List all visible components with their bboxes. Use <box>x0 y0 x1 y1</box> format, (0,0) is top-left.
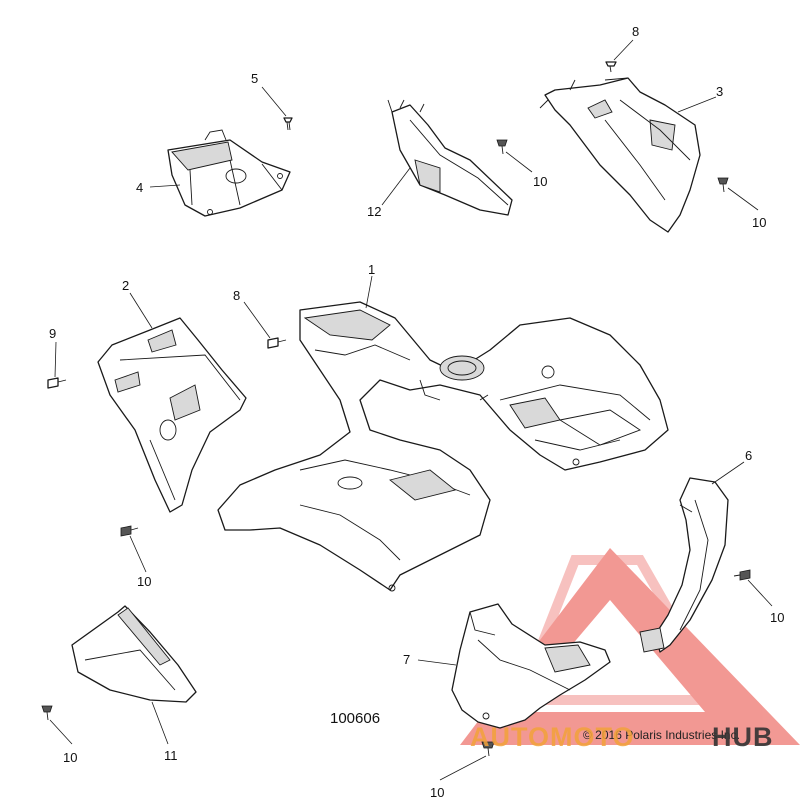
callout-5: 5 <box>251 71 258 86</box>
figure-number: 100606 <box>330 710 380 727</box>
callout-9: 9 <box>49 326 56 341</box>
callout-6: 6 <box>745 448 752 463</box>
screw-10-f <box>41 705 53 721</box>
part-6-right-flap <box>639 477 729 653</box>
part-7-lower-guard <box>451 603 611 729</box>
screw-8-mid <box>267 337 287 349</box>
watermark-right: HUB <box>712 722 774 752</box>
screw-10-e <box>481 741 495 757</box>
part-2-left-panel <box>97 317 247 513</box>
callout-4: 4 <box>136 180 143 195</box>
screw-5 <box>283 117 293 131</box>
part-1-main-body <box>217 301 669 592</box>
part-4-console-cover <box>167 129 291 217</box>
callout-8-top: 8 <box>632 24 639 39</box>
callout-10-f: 10 <box>63 750 77 765</box>
callout-8-mid: 8 <box>233 288 240 303</box>
callout-2: 2 <box>122 278 129 293</box>
part-3-right-panel <box>539 77 701 233</box>
screw-9 <box>47 377 67 389</box>
callout-11: 11 <box>164 748 178 763</box>
callout-10-d: 10 <box>770 610 784 625</box>
callout-7: 7 <box>403 652 410 667</box>
part-12-center-panel <box>387 99 513 216</box>
screw-10-d <box>733 569 751 581</box>
callout-1: 1 <box>368 262 375 277</box>
part-11-lower-left <box>71 605 197 703</box>
callout-10-a: 10 <box>533 174 547 189</box>
leader-lines <box>49 39 773 781</box>
callout-10-c: 10 <box>137 574 151 589</box>
screw-8-top <box>605 61 617 73</box>
callout-10-e: 10 <box>430 785 444 800</box>
callout-3: 3 <box>716 84 723 99</box>
screw-10-b <box>717 177 729 193</box>
watermark-text: AUTOMOTO HUB <box>470 722 774 752</box>
watermark-left: AUTOMOTO <box>470 722 635 752</box>
callout-labels: 1 2 3 4 5 6 7 8 8 9 10 10 10 10 10 10 11… <box>49 24 784 800</box>
copyright-text: © 2016 Polaris Industries Inc. <box>583 728 740 742</box>
screw-10-a <box>496 139 508 155</box>
callout-12: 12 <box>367 204 381 219</box>
callout-10-b: 10 <box>752 215 766 230</box>
screw-10-c <box>120 525 139 537</box>
